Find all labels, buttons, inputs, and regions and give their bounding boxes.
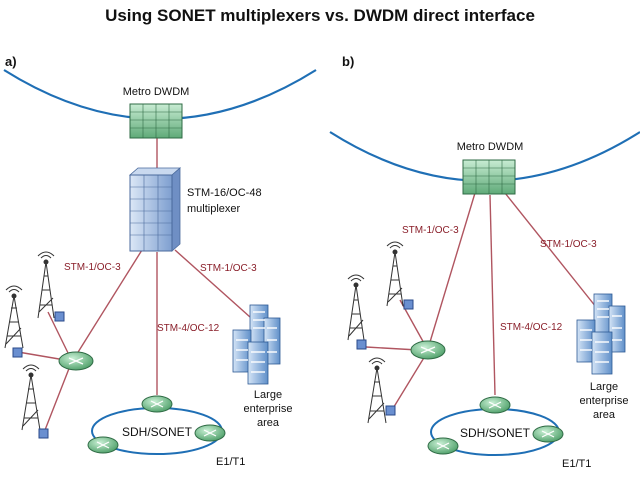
- router-icon: [58, 351, 94, 371]
- cell-tower-icon: [347, 274, 365, 341]
- tower-base-station: [12, 347, 23, 358]
- link-router-to-tower-3: [391, 355, 426, 411]
- tower-base-station: [385, 405, 396, 416]
- panel-a-label: a): [5, 54, 17, 69]
- router-icon: [532, 425, 564, 443]
- router-icon: [479, 396, 511, 414]
- link-dwdm-to-ring: [489, 194, 496, 396]
- panel-b-link-left-label: STM-1/OC-3: [402, 225, 459, 236]
- panel-b-enterprise-label-3: area: [593, 409, 616, 421]
- panel-b-dwdm-label: Metro DWDM: [457, 141, 524, 153]
- cell-tower-icon: [37, 251, 55, 319]
- panel-a-ring-label: SDH/SONET: [122, 425, 193, 439]
- panel-b-ring-label: SDH/SONET: [460, 426, 531, 440]
- tower-base-station: [403, 299, 414, 310]
- router-icon: [87, 436, 119, 454]
- cell-tower-icon: [386, 241, 404, 307]
- enterprise-building-icon: [232, 304, 281, 385]
- panel-b-label: b): [342, 54, 354, 69]
- panel-a-link-right-label: STM-1/OC-3: [200, 263, 257, 274]
- panel-b-link-right-label: STM-1/OC-3: [540, 239, 597, 250]
- panel-a-enterprise-label-2: enterprise: [244, 403, 293, 415]
- panel-b: b) Metro DWDM STM-1/OC-3 STM-1/OC-3 STM-…: [329, 54, 640, 470]
- dwdm-node-icon: [462, 159, 516, 195]
- router-icon: [427, 437, 459, 455]
- tower-base-station: [54, 311, 65, 322]
- diagram-title: Using SONET multiplexers vs. DWDM direct…: [105, 6, 535, 25]
- cell-tower-icon: [21, 364, 41, 431]
- link-router-to-tower-2: [17, 351, 66, 361]
- router-icon: [194, 424, 226, 442]
- link-mux-to-router: [74, 249, 143, 358]
- cell-tower-icon: [4, 285, 24, 349]
- tower-base-station: [356, 339, 367, 350]
- panel-a-mux-label-2: multiplexer: [187, 203, 241, 215]
- dwdm-node-icon: [129, 103, 183, 139]
- panel-a-enterprise-label-3: area: [257, 417, 280, 429]
- panel-a: a) Metro DWDM: [3, 54, 317, 468]
- link-router-to-tower-1: [47, 311, 71, 358]
- panel-a-dwdm-label: Metro DWDM: [123, 86, 190, 98]
- panel-a-link-center-label: STM-4/OC-12: [157, 323, 220, 334]
- link-dwdm-to-router: [429, 192, 476, 343]
- multiplexer-icon: [128, 167, 182, 252]
- link-router-to-tower-3: [44, 365, 71, 431]
- panel-b-enterprise-label-1: Large: [590, 381, 618, 393]
- panel-a-e1-label: E1/T1: [216, 456, 245, 468]
- tower-base-station: [38, 428, 49, 439]
- router-icon: [410, 340, 446, 360]
- panel-a-mux-label-1: STM-16/OC-48: [187, 187, 262, 199]
- link-dwdm-to-enterprise: [504, 192, 601, 313]
- link-mux-to-enterprise: [174, 249, 251, 318]
- router-icon: [141, 395, 173, 413]
- panel-a-links: [17, 137, 251, 431]
- panel-b-e1-label: E1/T1: [562, 458, 591, 470]
- panel-b-link-center-label: STM-4/OC-12: [500, 322, 563, 333]
- cell-tower-icon: [367, 357, 387, 424]
- panel-b-enterprise-label-2: enterprise: [580, 395, 629, 407]
- panel-a-enterprise-label-1: Large: [254, 389, 282, 401]
- link-router-to-tower-2: [365, 346, 419, 351]
- enterprise-building-icon: [576, 293, 626, 375]
- panel-b-links: [365, 192, 601, 411]
- panel-a-link-left-label: STM-1/OC-3: [64, 262, 121, 273]
